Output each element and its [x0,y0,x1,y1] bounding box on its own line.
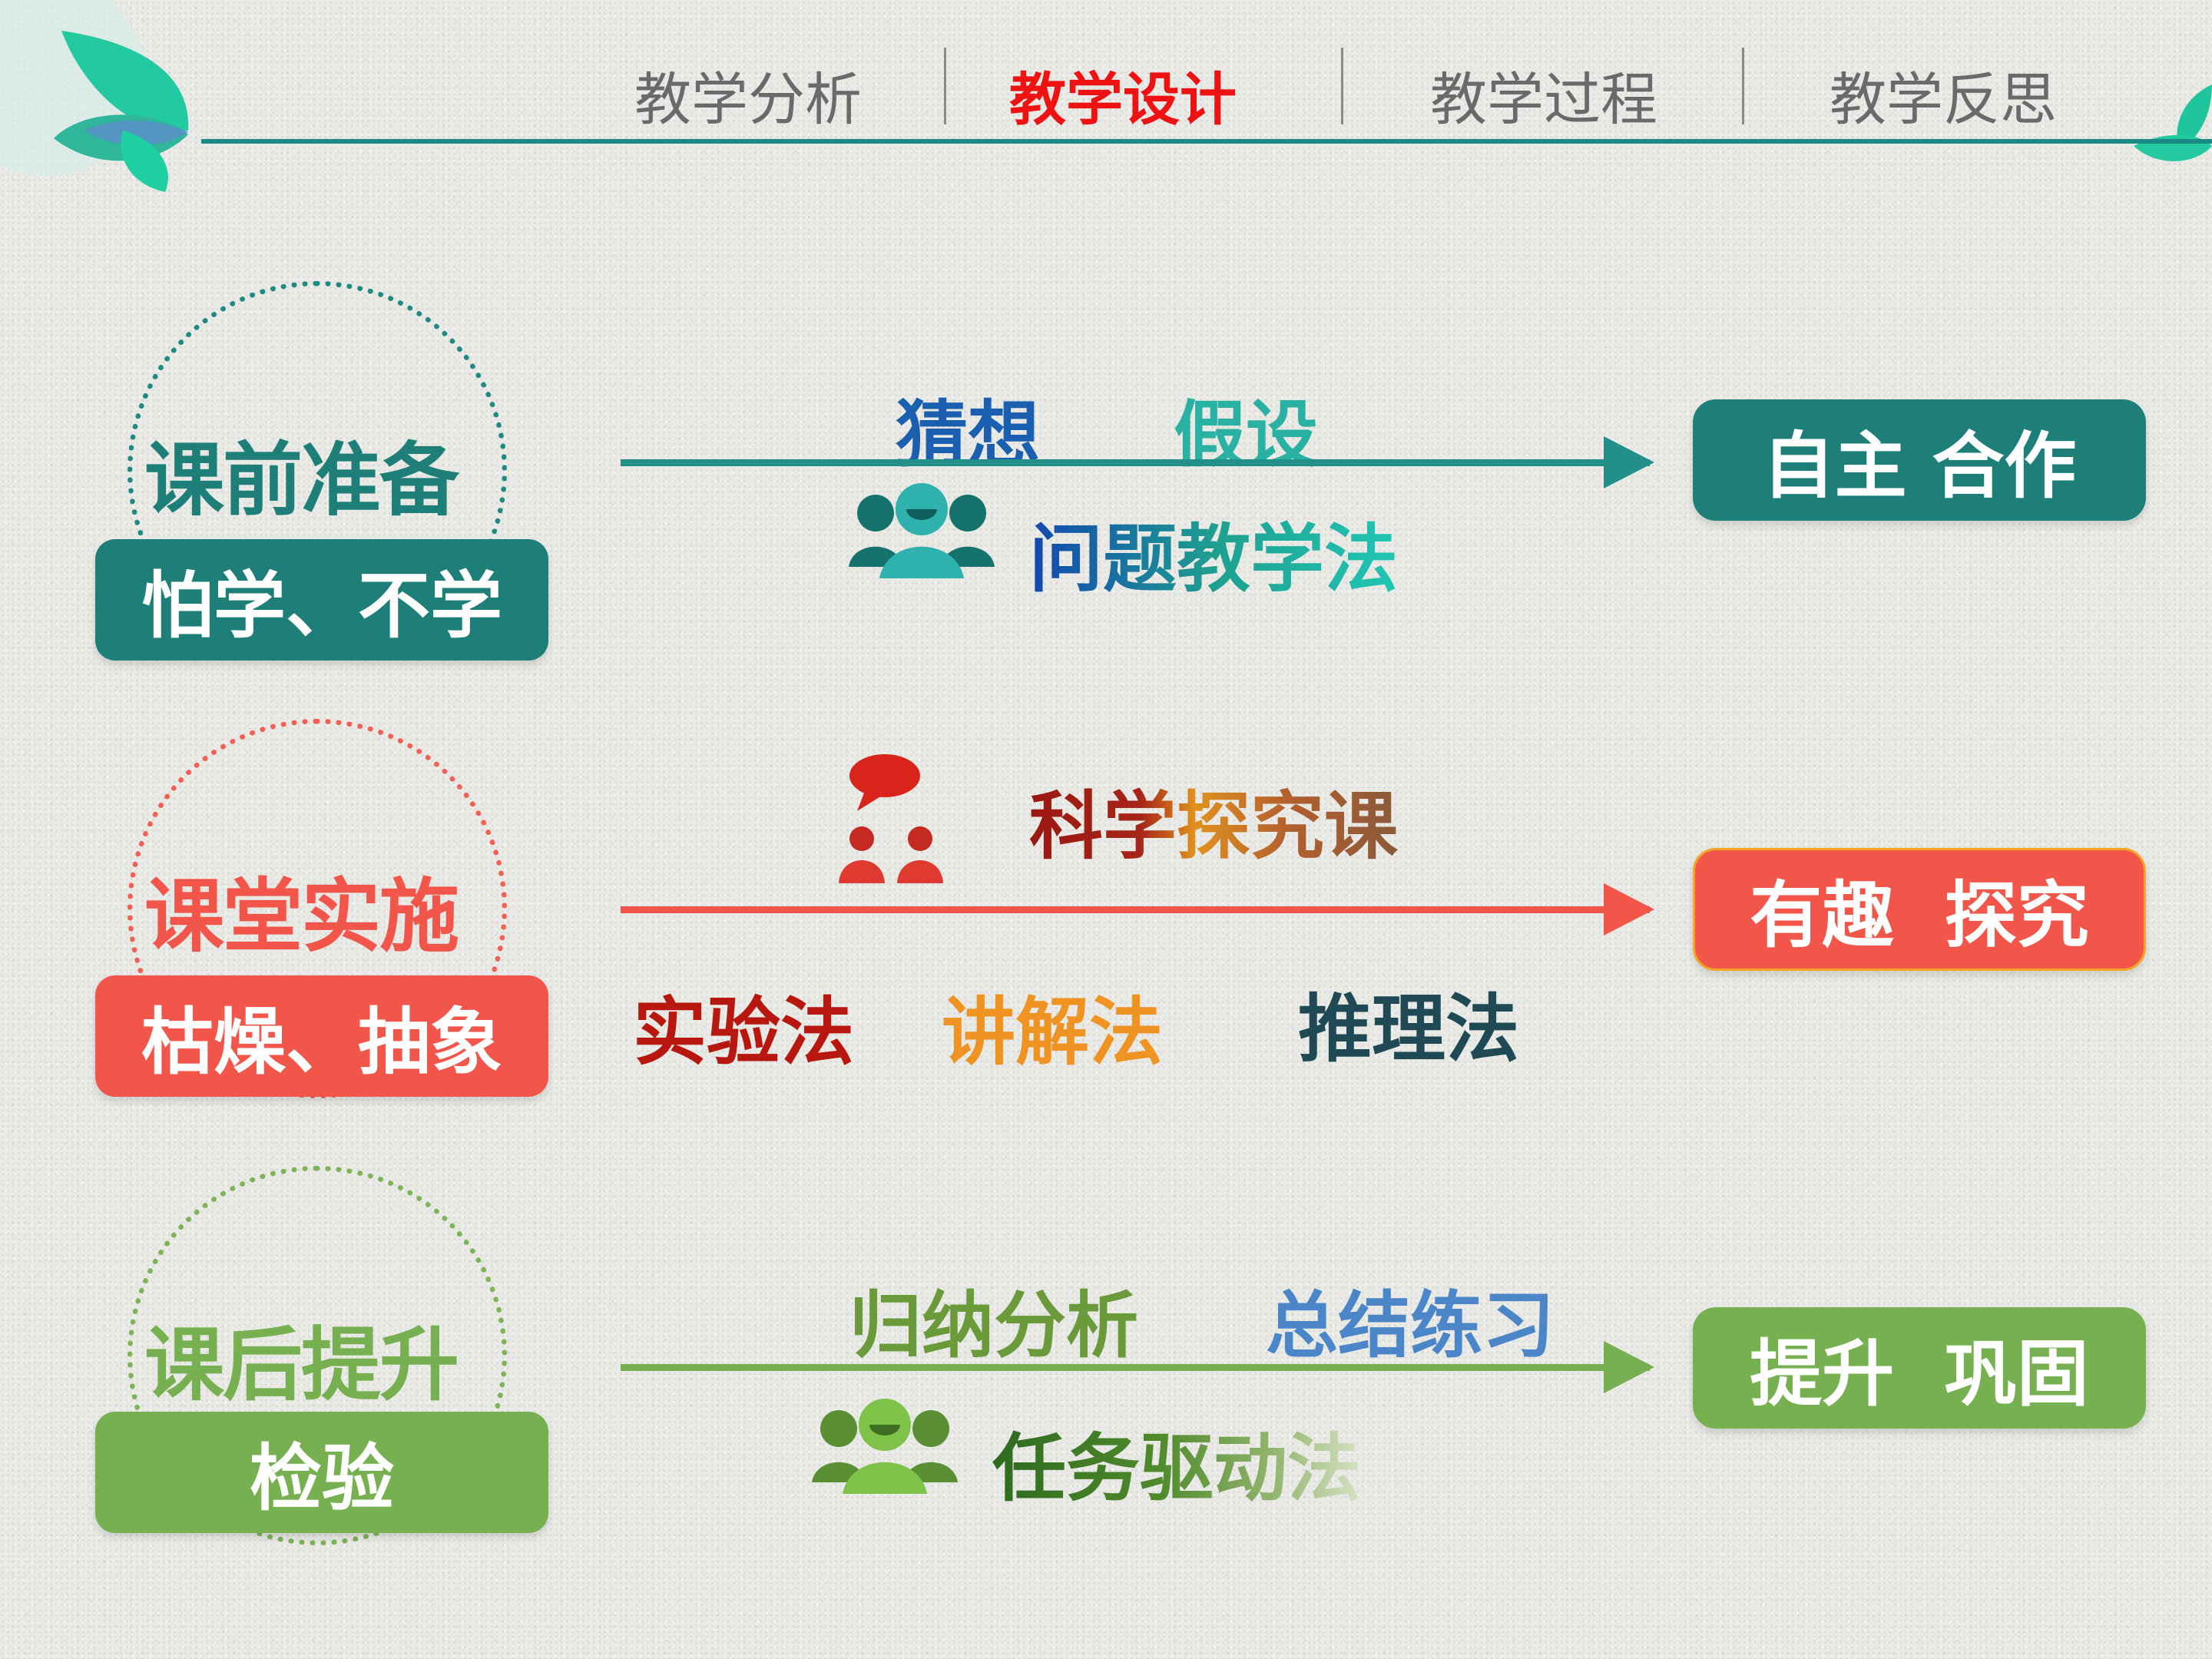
nav-tab-reflection[interactable]: 教学反思 [1830,67,2057,133]
problem-box: 枯燥、抽象 [95,975,548,1097]
keyword-induction: 归纳分析 [849,1284,1139,1368]
method-task-driven: 任务驱动法 [992,1409,1361,1515]
method-problem-teaching: 问题教学法 [1029,499,1398,606]
arrow-head-icon [1604,883,1654,935]
nav-tab-design[interactable]: 教学设计 [1009,67,1237,133]
result-box: 有趣 探究 [1693,848,2146,971]
stage-title: 课后提升 [144,1318,459,1412]
header-rule [201,139,2212,144]
result-box: 提升 巩固 [1693,1307,2146,1429]
group-icon [812,1399,958,1494]
flow-arrow [621,459,1650,466]
method-experiment: 实验法 [633,989,854,1075]
flow-arrow [621,906,1650,913]
result-box: 自主 合作 [1693,399,2146,521]
stage-title: 课堂实施 [144,869,459,963]
nav-divider [1742,48,1744,124]
nav-tab-analysis[interactable]: 教学分析 [634,67,862,133]
arrow-head-icon [1604,1341,1654,1393]
keyword-summary: 总结练习 [1266,1284,1555,1368]
group-icon [849,483,995,578]
stage-title: 课前准备 [144,433,459,527]
method-reasoning: 推理法 [1298,986,1519,1072]
method-lecture: 讲解法 [942,989,1163,1075]
stage-circle [127,1166,507,1545]
problem-box: 检验 [95,1412,548,1533]
leaf-right-icon [2134,84,2212,161]
nav-tab-process[interactable]: 教学过程 [1430,67,1657,133]
nav-divider [944,48,946,124]
method-label: 问题教学法 [1029,516,1398,602]
method-label: 任务驱动法 [992,1426,1361,1512]
course-label: 科学探究课 [1029,783,1398,869]
speech-people-icon [839,754,943,883]
problem-box: 怕学、不学 [95,539,548,661]
nav-divider [1341,48,1343,124]
flow-arrow [621,1364,1650,1371]
course-title: 科学探究课 [1029,767,1398,873]
arrow-head-icon [1604,436,1654,488]
leaf-logo-icon [0,0,189,192]
